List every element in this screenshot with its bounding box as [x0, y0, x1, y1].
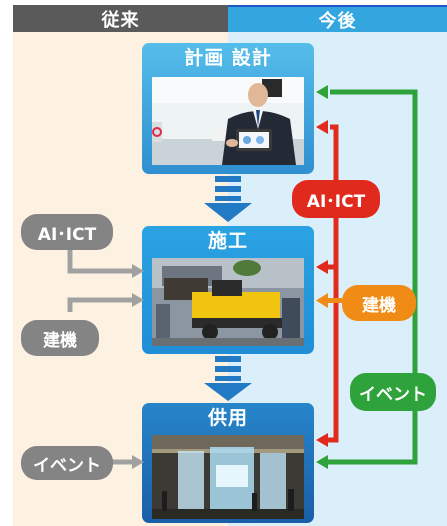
stage-in-service-title: 供用: [207, 407, 248, 429]
conventional-header: 従来: [13, 5, 228, 32]
stage-plan-design: 計画 設計: [142, 43, 314, 174]
in-service-photo: [152, 435, 304, 519]
ai-ict-tag-future: AI･ICT: [292, 180, 380, 218]
stage-plan-design-title: 計画 設計: [184, 47, 272, 69]
plan-design-photo: [152, 77, 304, 165]
construction-machine-tag-conventional: 建機: [21, 320, 99, 356]
stage-construction: 施工: [142, 226, 314, 354]
construction-machine-tag-future: 建機: [342, 285, 416, 321]
event-tag-future: イベント: [350, 373, 436, 411]
construction-photo: [152, 258, 304, 346]
stage-in-service: 供用: [142, 403, 314, 523]
future-header: 今後: [228, 5, 447, 32]
ai-ict-tag-conventional: AI･ICT: [21, 214, 113, 250]
stage-construction-title: 施工: [207, 230, 248, 252]
event-tag-conventional: イベント: [21, 446, 113, 480]
